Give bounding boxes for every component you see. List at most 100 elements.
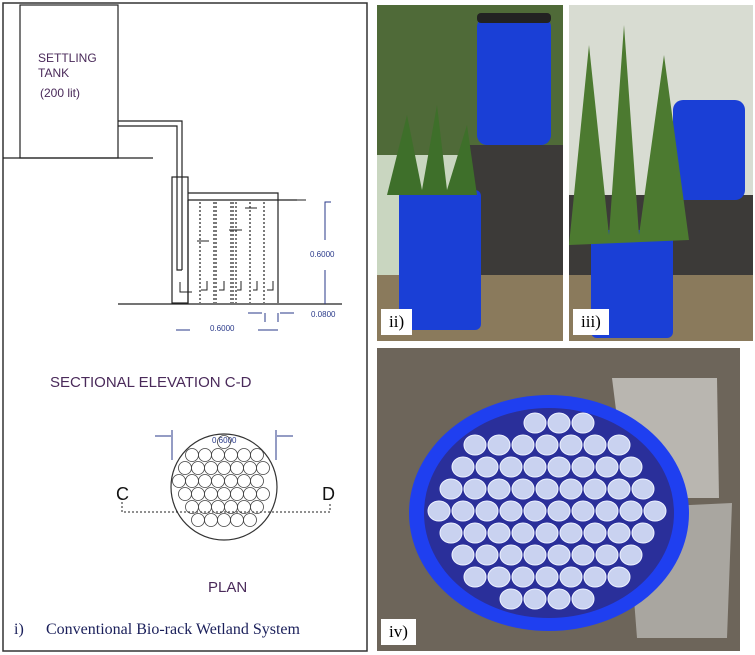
bottle-circle [230, 487, 244, 501]
bottle [607, 522, 631, 544]
bottle-circle [172, 474, 186, 488]
bottle-circle [256, 487, 270, 501]
bottle-circle [237, 474, 251, 488]
plants [569, 25, 689, 245]
bottle [523, 412, 547, 434]
bottle [511, 522, 535, 544]
bottle [571, 456, 595, 478]
photo-ii: ii) [377, 5, 563, 341]
bottle-circle [191, 513, 205, 527]
bottle [451, 544, 475, 566]
bottle [499, 588, 523, 610]
bottle-circle [204, 513, 218, 527]
bottle [463, 566, 487, 588]
bottle [547, 412, 571, 434]
flow-arrows [179, 199, 306, 293]
photo-ii-label: ii) [381, 309, 413, 335]
settling-barrel [477, 17, 551, 145]
bottle-circle [211, 474, 225, 488]
dimension-lines [155, 201, 331, 460]
bottle-circle [250, 448, 264, 462]
bottle [619, 544, 643, 566]
bottle [595, 456, 619, 478]
bottle-circle [243, 487, 257, 501]
plants [387, 105, 477, 195]
bottle [439, 478, 463, 500]
caption: Conventional Bio-rack Wetland System [46, 621, 300, 638]
bottle [475, 500, 499, 522]
bottle-circle [217, 435, 231, 449]
bottle [487, 522, 511, 544]
section-c-label: C [116, 484, 129, 504]
bio-rack-diagram: SETTLING TANK (200 lit) 0.6000 0.0800 0.… [2, 2, 368, 652]
bottle [523, 456, 547, 478]
bottle-circle [178, 461, 192, 475]
bottle [535, 566, 559, 588]
tank-capacity: (200 lit) [40, 86, 80, 100]
bottle [595, 500, 619, 522]
bottle-circle [250, 500, 264, 514]
bottle [511, 478, 535, 500]
wetland-barrel [591, 230, 673, 338]
dim-width: 0.6000 [210, 324, 235, 333]
bottle-circle [191, 487, 205, 501]
bottle [499, 456, 523, 478]
bottle [451, 500, 475, 522]
bottle-circle [185, 474, 199, 488]
bottle [523, 500, 547, 522]
bottle-circle [250, 474, 264, 488]
bottle [499, 544, 523, 566]
sectional-elevation [3, 4, 342, 305]
photo-iv-label: iv) [381, 619, 416, 645]
bottle [619, 500, 643, 522]
bottle [535, 522, 559, 544]
bottle-circle [224, 448, 238, 462]
bottle-circle [217, 513, 231, 527]
bottle-circle [237, 448, 251, 462]
section-d-label: D [322, 484, 335, 504]
bottle [619, 456, 643, 478]
photo-iii-label: iii) [573, 309, 609, 335]
bottle [559, 478, 583, 500]
bottle [487, 434, 511, 456]
inlet-pipe-outer [118, 120, 183, 270]
bottle [535, 434, 559, 456]
bottle [547, 588, 571, 610]
bottle-circle [178, 487, 192, 501]
settling-tank [19, 4, 119, 159]
bottle [571, 544, 595, 566]
bottle [559, 566, 583, 588]
tank-label-2: TANK [38, 66, 69, 80]
bottle [571, 588, 595, 610]
bottle [547, 544, 571, 566]
bottle [559, 522, 583, 544]
bottle [571, 412, 595, 434]
bottle [475, 544, 499, 566]
tank-label-1: SETTLING [38, 51, 97, 65]
stone-wall [467, 145, 563, 285]
bottle-circle [224, 500, 238, 514]
bottle [475, 456, 499, 478]
bottle [547, 500, 571, 522]
wetland-barrel [399, 190, 481, 330]
bottle [559, 434, 583, 456]
bottle [571, 500, 595, 522]
bottle [487, 566, 511, 588]
bottle [523, 588, 547, 610]
bottle [547, 456, 571, 478]
bottle-circle [204, 461, 218, 475]
bottle [607, 434, 631, 456]
settling-barrel [673, 100, 745, 200]
bottle [439, 522, 463, 544]
bottle [463, 478, 487, 500]
plan-dim: 0.6000 [212, 436, 237, 445]
plan-view [121, 433, 331, 541]
bottle [607, 478, 631, 500]
photo-iii: iii) [569, 5, 753, 341]
bottle [427, 500, 451, 522]
bottle-circle [198, 474, 212, 488]
bottle-circle [217, 461, 231, 475]
bottle-circle [224, 474, 238, 488]
bottle-circle [185, 448, 199, 462]
bottle [607, 566, 631, 588]
